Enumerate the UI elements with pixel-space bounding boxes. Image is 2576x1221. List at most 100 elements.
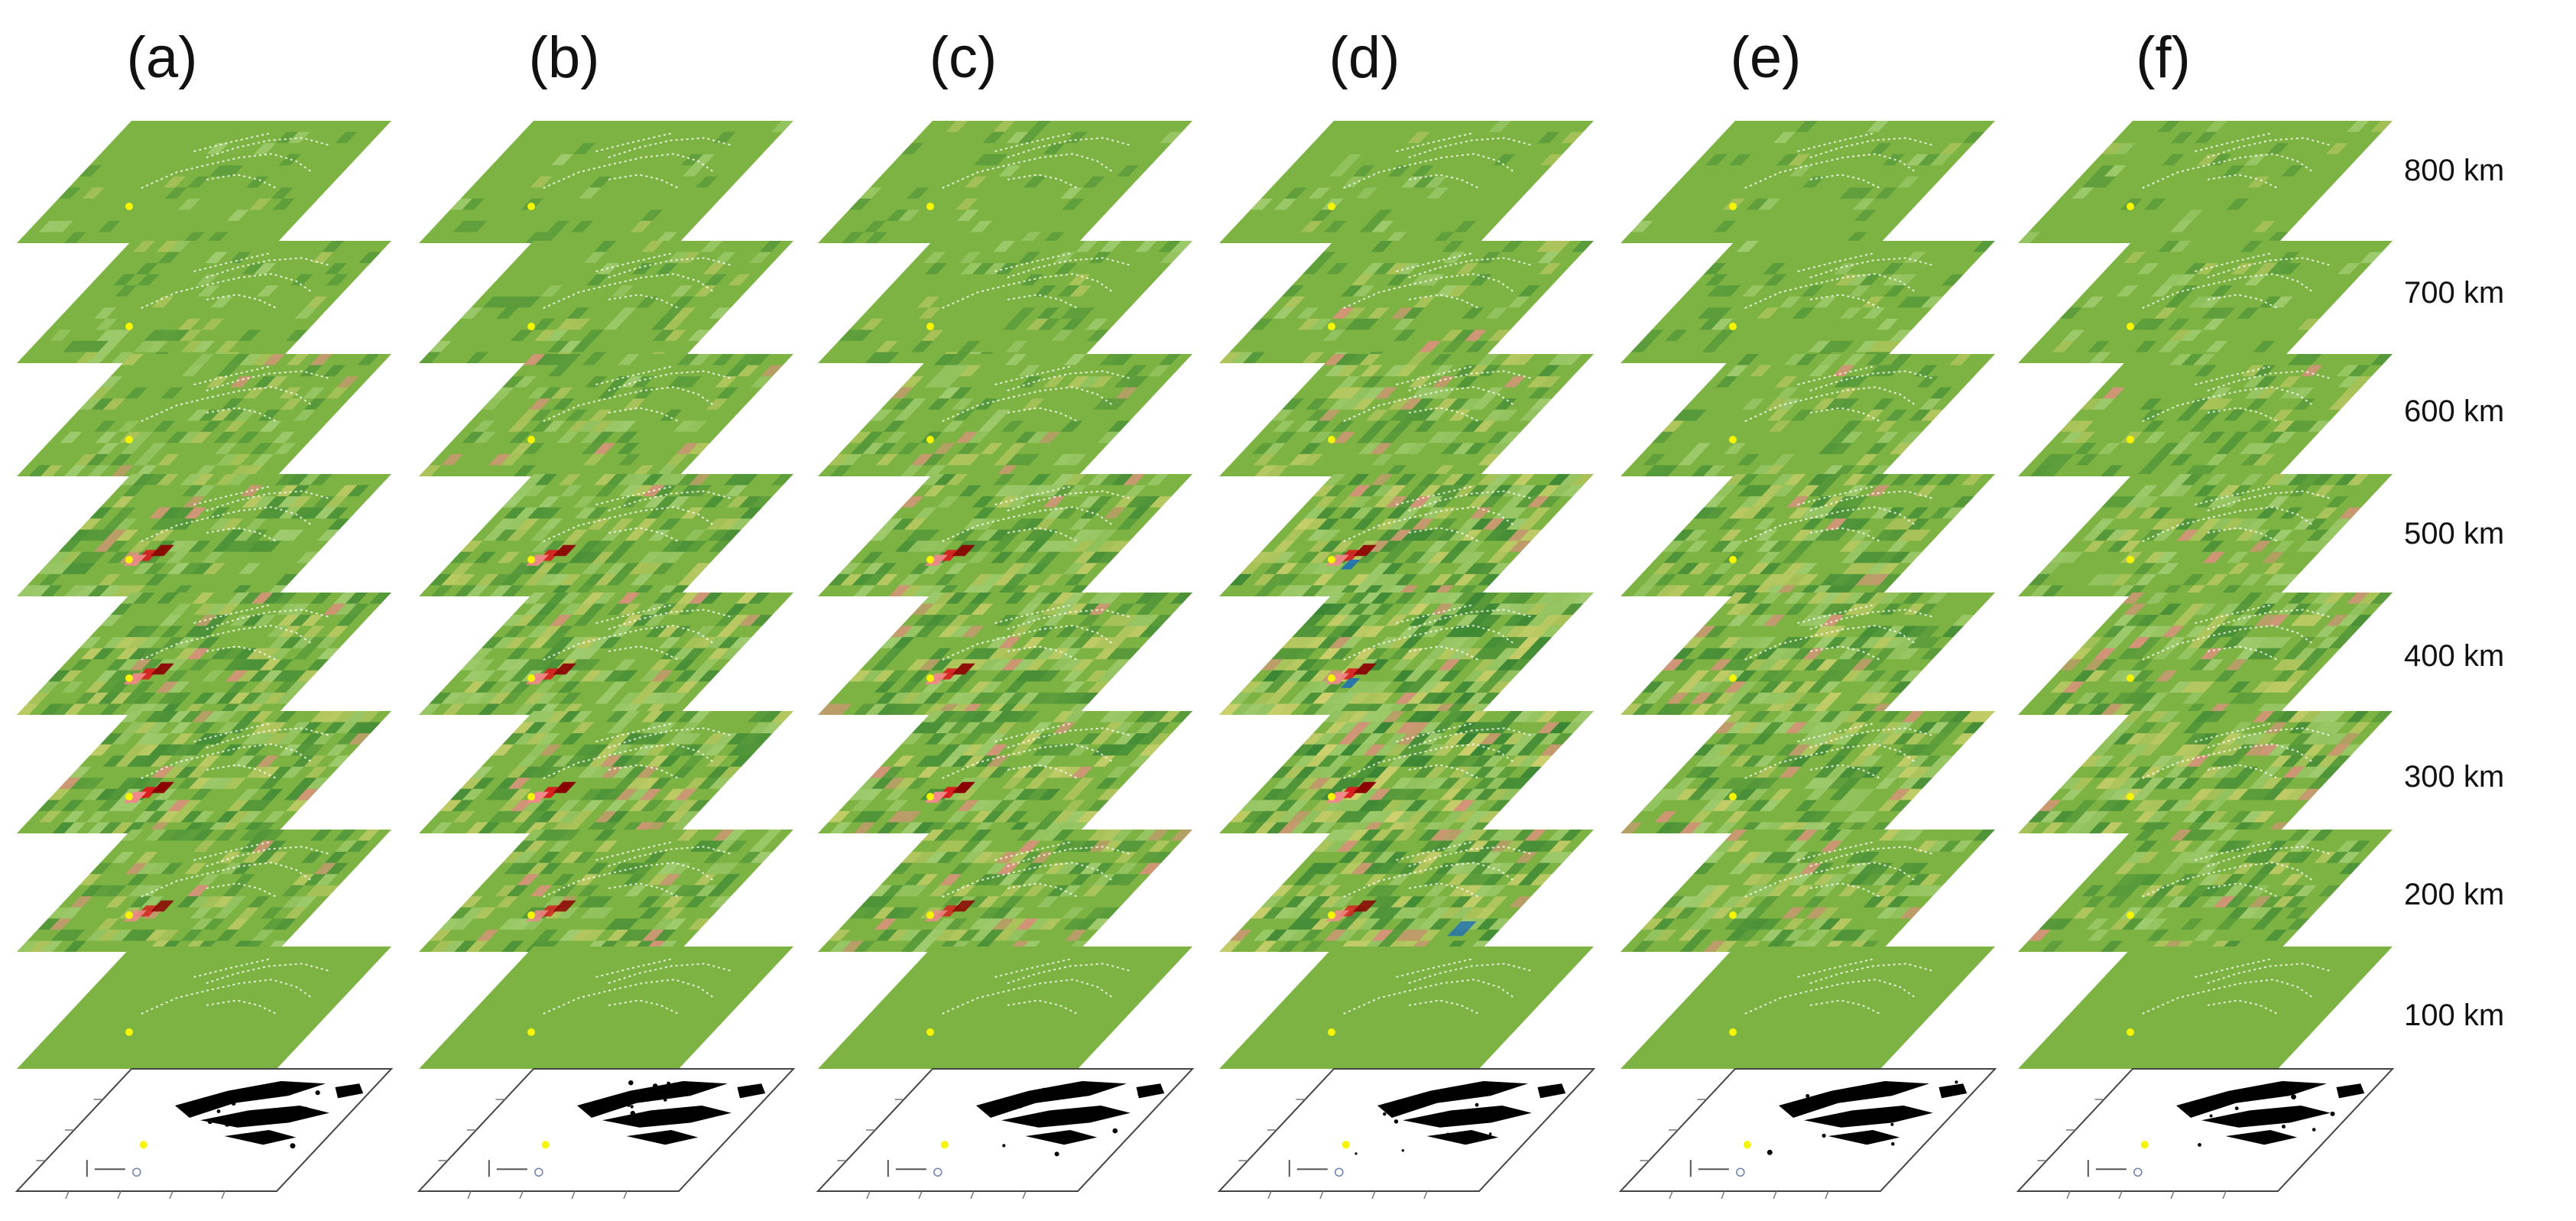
land-mass xyxy=(1136,1083,1165,1099)
star-icon xyxy=(2140,1141,2149,1149)
coastline xyxy=(1744,723,1934,779)
depth-slice xyxy=(1621,593,1995,715)
velocity-cells xyxy=(17,830,380,952)
slice-plane xyxy=(17,121,391,243)
velocity-cells xyxy=(1632,474,1984,596)
depth-slice xyxy=(2018,241,2393,363)
coastline xyxy=(543,723,732,779)
axis-tick xyxy=(1319,1190,1324,1200)
axis-tick xyxy=(2066,1190,2071,1200)
star-icon xyxy=(1328,556,1335,563)
land-mass xyxy=(1426,1130,1499,1145)
velocity-cells xyxy=(1250,121,1584,243)
velocity-cells xyxy=(2018,711,2393,833)
star-icon xyxy=(926,793,934,800)
base-map xyxy=(15,1068,394,1200)
land-mass xyxy=(1025,1130,1098,1145)
coastline xyxy=(1343,841,1533,898)
velocity-cells xyxy=(2029,354,2393,476)
star-icon xyxy=(1729,436,1737,443)
coastline xyxy=(942,723,1131,779)
slice-plane xyxy=(818,593,1192,715)
star-icon xyxy=(527,436,535,443)
velocity-cells xyxy=(1643,354,1972,476)
depth-slice xyxy=(17,711,391,833)
land-mass xyxy=(2225,1130,2298,1145)
coastline xyxy=(1343,365,1533,422)
star-icon xyxy=(2127,203,2134,210)
depth-slice xyxy=(1219,241,1594,363)
axis-tick xyxy=(65,1190,70,1200)
coastline xyxy=(1744,485,1934,542)
coastline xyxy=(1744,958,1934,1015)
base-map xyxy=(2016,1068,2395,1200)
depth-slice xyxy=(1219,354,1594,476)
star-icon xyxy=(1328,793,1335,800)
coastline xyxy=(543,252,732,309)
depth-slice xyxy=(2018,354,2393,476)
star-icon xyxy=(2127,436,2134,443)
coastline xyxy=(942,485,1131,542)
velocity-cells xyxy=(1219,830,1582,952)
slice-plane xyxy=(419,121,793,243)
coastline xyxy=(2142,365,2331,422)
axis-tick xyxy=(2118,1190,2123,1200)
depth-slice xyxy=(1621,474,1995,596)
depth-slice xyxy=(2018,474,2393,596)
depth-slice xyxy=(1621,947,1995,1069)
velocity-cells xyxy=(2028,830,2370,952)
velocity-cells xyxy=(17,593,391,715)
axis-tick xyxy=(1669,1190,1673,1200)
depth-slice xyxy=(1219,121,1594,243)
star-icon xyxy=(1729,911,1737,919)
slice-plane xyxy=(2018,474,2393,596)
slice-plane xyxy=(818,121,1192,243)
coastline xyxy=(141,132,330,189)
slice-plane xyxy=(2018,121,2393,243)
land-mass xyxy=(626,1130,699,1145)
axis-tick xyxy=(1423,1190,1428,1200)
depth-slice xyxy=(2018,830,2393,952)
column-label: (f) xyxy=(2136,25,2191,90)
star-icon xyxy=(125,203,133,210)
star-icon xyxy=(926,436,934,443)
star-icon xyxy=(940,1141,949,1149)
coastline xyxy=(2142,958,2331,1015)
land-mass xyxy=(1001,1106,1131,1128)
depth-label: 500 km xyxy=(2404,517,2505,550)
map-frame xyxy=(417,1068,796,1192)
velocity-cells xyxy=(39,132,358,243)
base-map xyxy=(417,1068,796,1200)
velocity-cells xyxy=(419,354,784,476)
star-icon xyxy=(926,674,934,682)
velocity-cells xyxy=(37,711,381,833)
depth-slice xyxy=(17,241,391,363)
depth-slice xyxy=(17,830,391,952)
depth-slice xyxy=(1621,354,1995,476)
column-label: (b) xyxy=(528,25,600,90)
land-mass xyxy=(1828,1130,1900,1145)
slice-plane xyxy=(419,947,793,1069)
velocity-cells xyxy=(2028,474,2370,596)
depth-slice xyxy=(2018,121,2393,243)
column-label: (e) xyxy=(1730,25,1802,90)
depth-slice xyxy=(419,121,793,243)
velocity-cells xyxy=(419,593,773,715)
axis-tick xyxy=(169,1190,174,1200)
depth-label: 300 km xyxy=(2404,760,2505,794)
star-icon xyxy=(527,556,535,563)
axis-tick xyxy=(2170,1190,2175,1200)
depth-slice xyxy=(818,474,1192,596)
star-icon xyxy=(2127,911,2134,919)
depth-label: 100 km xyxy=(2404,999,2505,1032)
land-mass xyxy=(602,1106,732,1128)
velocity-cells xyxy=(828,354,1181,476)
coastline xyxy=(1343,723,1533,779)
coastline xyxy=(543,132,732,189)
depth-slice xyxy=(1621,711,1995,833)
axis-tick xyxy=(519,1190,524,1200)
coastline xyxy=(942,252,1131,309)
depth-slice xyxy=(1621,121,1995,243)
land-mass xyxy=(577,1081,728,1118)
